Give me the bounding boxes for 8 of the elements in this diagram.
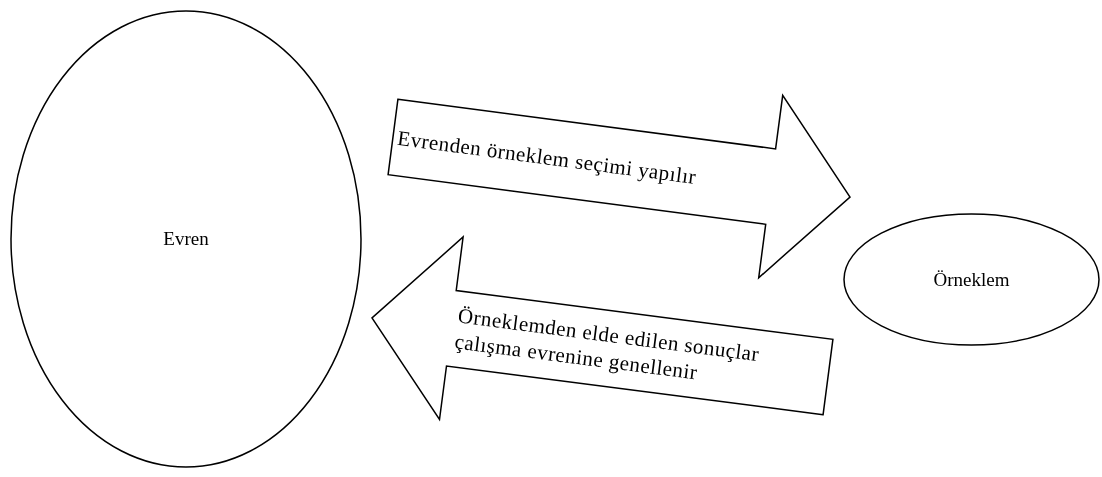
node-label: Evren <box>163 228 209 250</box>
edge-label: Evrenden örneklem seçimi yapılır <box>396 124 700 191</box>
ellipse-node <box>10 10 362 468</box>
block-arrow <box>371 235 834 422</box>
block-arrow <box>387 93 851 280</box>
ellipse-node <box>843 213 1100 346</box>
edge-label: Örneklemden elde edilen sonuçlar çalışma evrenine genellenir <box>452 302 762 387</box>
node-label: Örneklem <box>933 268 1010 291</box>
